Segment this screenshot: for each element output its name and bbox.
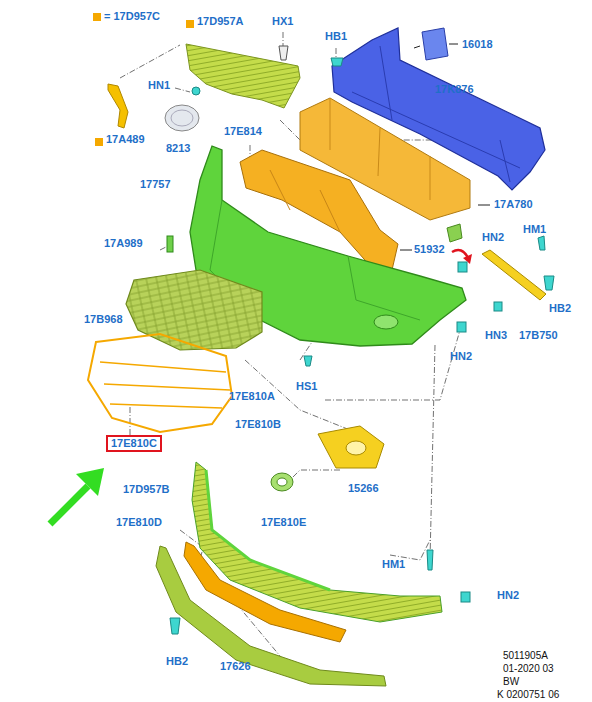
callout-number: HM1: [523, 223, 546, 236]
callout-number: 17A489: [106, 133, 145, 146]
callout-number: 17E810D: [116, 516, 162, 529]
legend-swatch: [93, 13, 101, 21]
drawing-reference: BW: [503, 676, 519, 688]
callout-number: HB2: [549, 302, 571, 315]
callout-number: HM1: [382, 558, 405, 571]
callout-number: 17E810B: [235, 418, 281, 431]
callout-number: HN2: [482, 231, 504, 244]
legend-text: = 17D957C: [104, 10, 160, 23]
callout-number: 17E810C: [109, 437, 159, 450]
callout-number: 15266: [348, 482, 379, 495]
callout-number: HS1: [296, 380, 317, 393]
callout-number: HN2: [497, 589, 519, 602]
drawing-reference: 01-2020 03: [503, 663, 554, 675]
callout-number: HN3: [485, 329, 507, 342]
callout-number: HB1: [325, 30, 347, 43]
callout-number: 17757: [140, 178, 171, 191]
drawing-reference: 5011905A: [503, 650, 548, 662]
callout-number: 16018: [462, 38, 493, 51]
callout-number: 17K876: [435, 83, 474, 96]
callout-number: 17A780: [494, 198, 533, 211]
callout-number: HB2: [166, 655, 188, 668]
callout-number: 17B968: [84, 313, 123, 326]
callout-number: 17E814: [224, 125, 262, 138]
legend-entry: = 17D957C: [93, 10, 160, 23]
callout-number: 17B750: [519, 329, 558, 342]
callout-number: 17A989: [104, 237, 143, 250]
callout-number: 17626: [220, 660, 251, 673]
drawing-reference: K 0200751 06: [497, 689, 559, 701]
highlighted-callout: 17E810C: [106, 435, 162, 452]
callout-number: 51932: [414, 243, 445, 256]
callout-number: 8213: [166, 142, 190, 155]
callout-number: 17D957B: [123, 483, 169, 496]
callout-number: 17E810A: [229, 390, 275, 403]
callout-number: 17D957A: [197, 15, 243, 28]
callout-number: HX1: [272, 15, 293, 28]
callout-number: HN1: [148, 79, 170, 92]
callout-number: HN2: [450, 350, 472, 363]
callout-number: 17E810E: [261, 516, 306, 529]
